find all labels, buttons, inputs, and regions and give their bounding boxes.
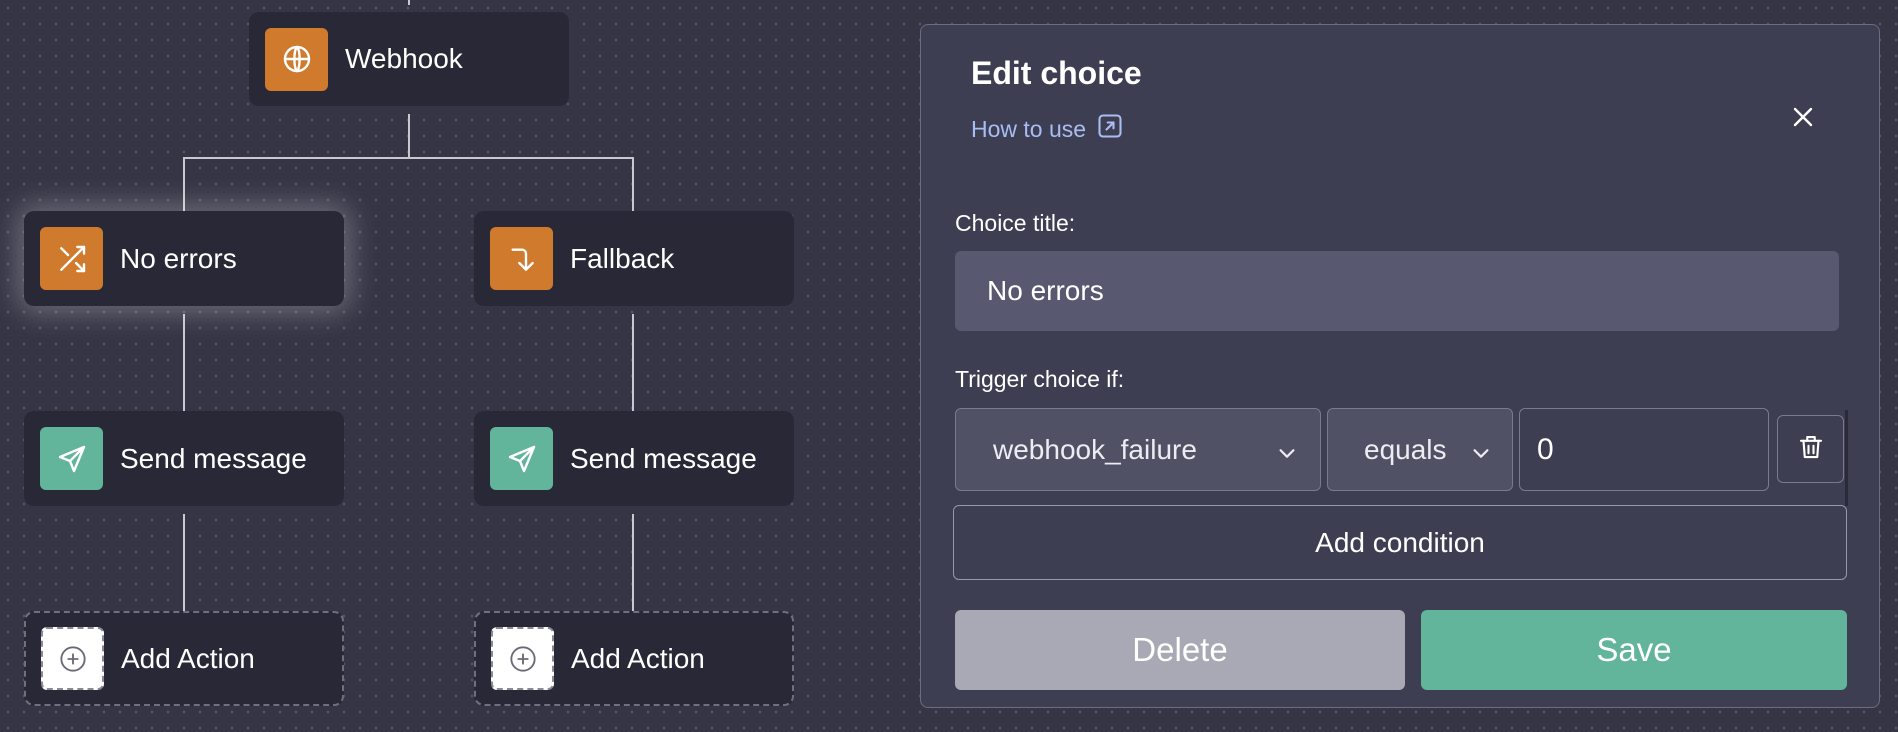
delete-condition-button[interactable] [1777, 415, 1844, 483]
choice-title-label: Choice title: [955, 210, 1076, 236]
connector [632, 514, 634, 612]
webhook-node[interactable]: Webhook [249, 12, 569, 106]
node-label: Fallback [570, 242, 675, 274]
node-label: Add Action [121, 642, 255, 674]
connector [183, 157, 185, 212]
node-label: Webhook [345, 43, 463, 74]
connector [183, 157, 634, 159]
variable-select-value: webhook_failure [993, 433, 1197, 465]
connector [408, 114, 410, 159]
external-link-icon [1096, 112, 1124, 146]
choice-title-input[interactable]: No errors [955, 251, 1839, 331]
how-to-use-link[interactable]: How to use [971, 112, 1124, 146]
choice-node-fallback[interactable]: Fallback [474, 211, 794, 306]
action-node-send-message[interactable]: Send message [24, 411, 344, 506]
how-to-use-label: How to use [971, 115, 1087, 142]
node-label: No errors [120, 242, 237, 274]
add-condition-button[interactable]: Add condition [953, 505, 1847, 580]
add-action-button[interactable]: Add Action [474, 611, 794, 706]
operator-select-value: equals [1364, 433, 1447, 465]
connector [183, 314, 185, 412]
operator-select[interactable]: equals [1327, 408, 1513, 491]
chevron-down-icon [1276, 439, 1298, 471]
choice-node-no-errors[interactable]: No errors [24, 211, 344, 306]
close-icon [1791, 105, 1815, 134]
node-label: Send message [120, 442, 307, 474]
save-button[interactable]: Save [1421, 610, 1847, 690]
node-label: Add Action [571, 642, 705, 674]
condition-value-input[interactable]: 0 [1519, 408, 1769, 491]
edit-choice-panel: Edit choice How to use Choice title: No … [920, 24, 1880, 708]
connector [183, 514, 185, 612]
variable-select[interactable]: webhook_failure [955, 408, 1321, 491]
trash-icon [1796, 432, 1826, 467]
node-label: Send message [570, 442, 757, 474]
trigger-label: Trigger choice if: [955, 366, 1125, 392]
panel-title: Edit choice [971, 55, 1142, 91]
send-icon [40, 427, 103, 490]
connector [632, 157, 634, 212]
plus-circle-icon [491, 627, 554, 690]
connector [632, 314, 634, 412]
arrow-turn-down-icon [490, 227, 553, 290]
close-button[interactable] [1785, 101, 1821, 137]
shuffle-icon [40, 227, 103, 290]
chevron-down-icon [1470, 439, 1492, 471]
send-icon [490, 427, 553, 490]
globe-icon [265, 27, 328, 91]
add-action-button[interactable]: Add Action [24, 611, 344, 706]
action-node-send-message[interactable]: Send message [474, 411, 794, 506]
flow-canvas[interactable]: Webhook No errors Fallback Send message [0, 0, 920, 732]
conditions-scrollbar[interactable] [1845, 410, 1848, 506]
delete-button[interactable]: Delete [955, 610, 1405, 690]
connector [408, 0, 410, 5]
plus-circle-icon [41, 627, 104, 690]
